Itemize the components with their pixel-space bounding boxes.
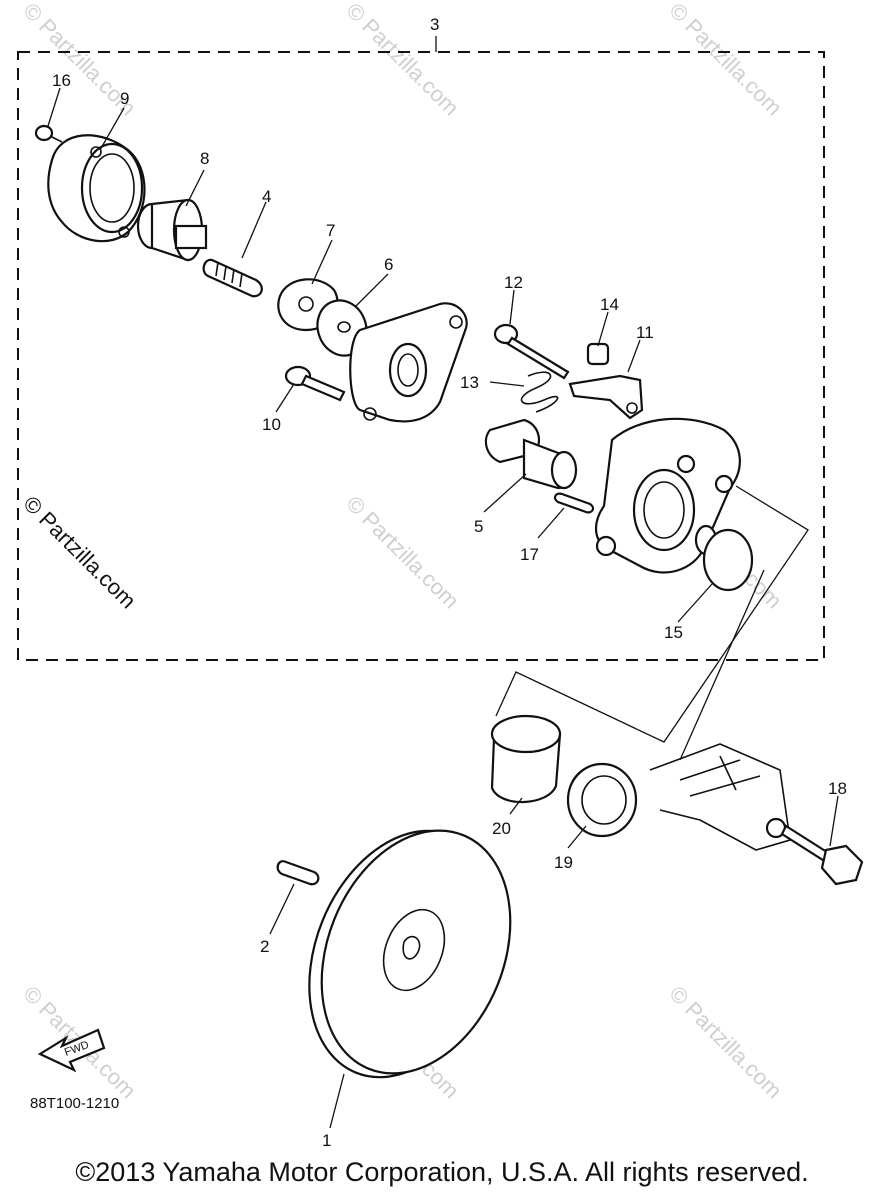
callout-8: 8 — [200, 149, 209, 168]
part-10-bolt — [284, 365, 346, 402]
part-4-shaft — [202, 258, 263, 298]
callout-13: 13 — [460, 373, 479, 392]
assembly-box — [17, 51, 825, 661]
callout-9: 9 — [120, 89, 129, 108]
callout-18: 18 — [828, 779, 847, 798]
part-2-key — [276, 860, 320, 886]
callout-16: 16 — [52, 71, 71, 90]
callout-12: 12 — [504, 273, 523, 292]
part-11-lever — [568, 374, 644, 420]
crankcase-section — [649, 743, 791, 851]
callout-17: 17 — [520, 545, 539, 564]
callouts: 3 16 9 8 4 7 6 12 14 11 13 10 5 17 15 18… — [52, 15, 847, 1150]
assembly-guide-2 — [679, 569, 765, 761]
watermark: © Partzilla.com — [341, 491, 464, 614]
callout-3: 3 — [430, 15, 439, 34]
watermark: © Partzilla.com — [664, 981, 787, 1104]
callout-19: 19 — [554, 853, 573, 872]
callout-14: 14 — [600, 295, 619, 314]
copyright-notice: ©2013 Yamaha Motor Corporation, U.S.A. A… — [75, 1157, 809, 1187]
part-16-screw — [34, 124, 63, 143]
watermark-side: © Partzilla.com — [18, 491, 141, 614]
watermark: © Partzilla.com — [341, 0, 464, 120]
callout-15: 15 — [664, 623, 683, 642]
callout-2: 2 — [260, 937, 269, 956]
part-12-bolt — [493, 323, 570, 380]
callout-5: 5 — [474, 517, 483, 536]
callout-11: 11 — [636, 323, 654, 342]
part-15-cap — [694, 524, 754, 592]
callout-4: 4 — [262, 187, 271, 206]
part-8-rotor — [136, 198, 208, 262]
leader-lines — [47, 87, 839, 1129]
part-17-pin — [553, 492, 595, 514]
part-9-cover — [47, 134, 146, 243]
part-1-disc — [308, 829, 512, 1079]
callout-7: 7 — [326, 221, 335, 240]
pump-housing — [349, 302, 468, 423]
callout-1: 1 — [322, 1131, 331, 1150]
assembly-guide — [495, 485, 809, 743]
part-5-plunger — [484, 418, 578, 490]
fwd-arrow-icon: FWD — [37, 1028, 106, 1073]
callout-6: 6 — [384, 255, 393, 274]
part-18-bolt — [780, 824, 864, 886]
part-20-cap — [490, 714, 562, 804]
callout-20: 20 — [492, 819, 511, 838]
part-14-collar — [586, 342, 610, 366]
part-19-seal — [566, 762, 638, 838]
callout-10: 10 — [262, 415, 281, 434]
part-13-spring — [520, 371, 559, 413]
diagram-code: 88T100-1210 — [30, 1095, 119, 1112]
watermark: © Partzilla.com — [664, 0, 787, 120]
